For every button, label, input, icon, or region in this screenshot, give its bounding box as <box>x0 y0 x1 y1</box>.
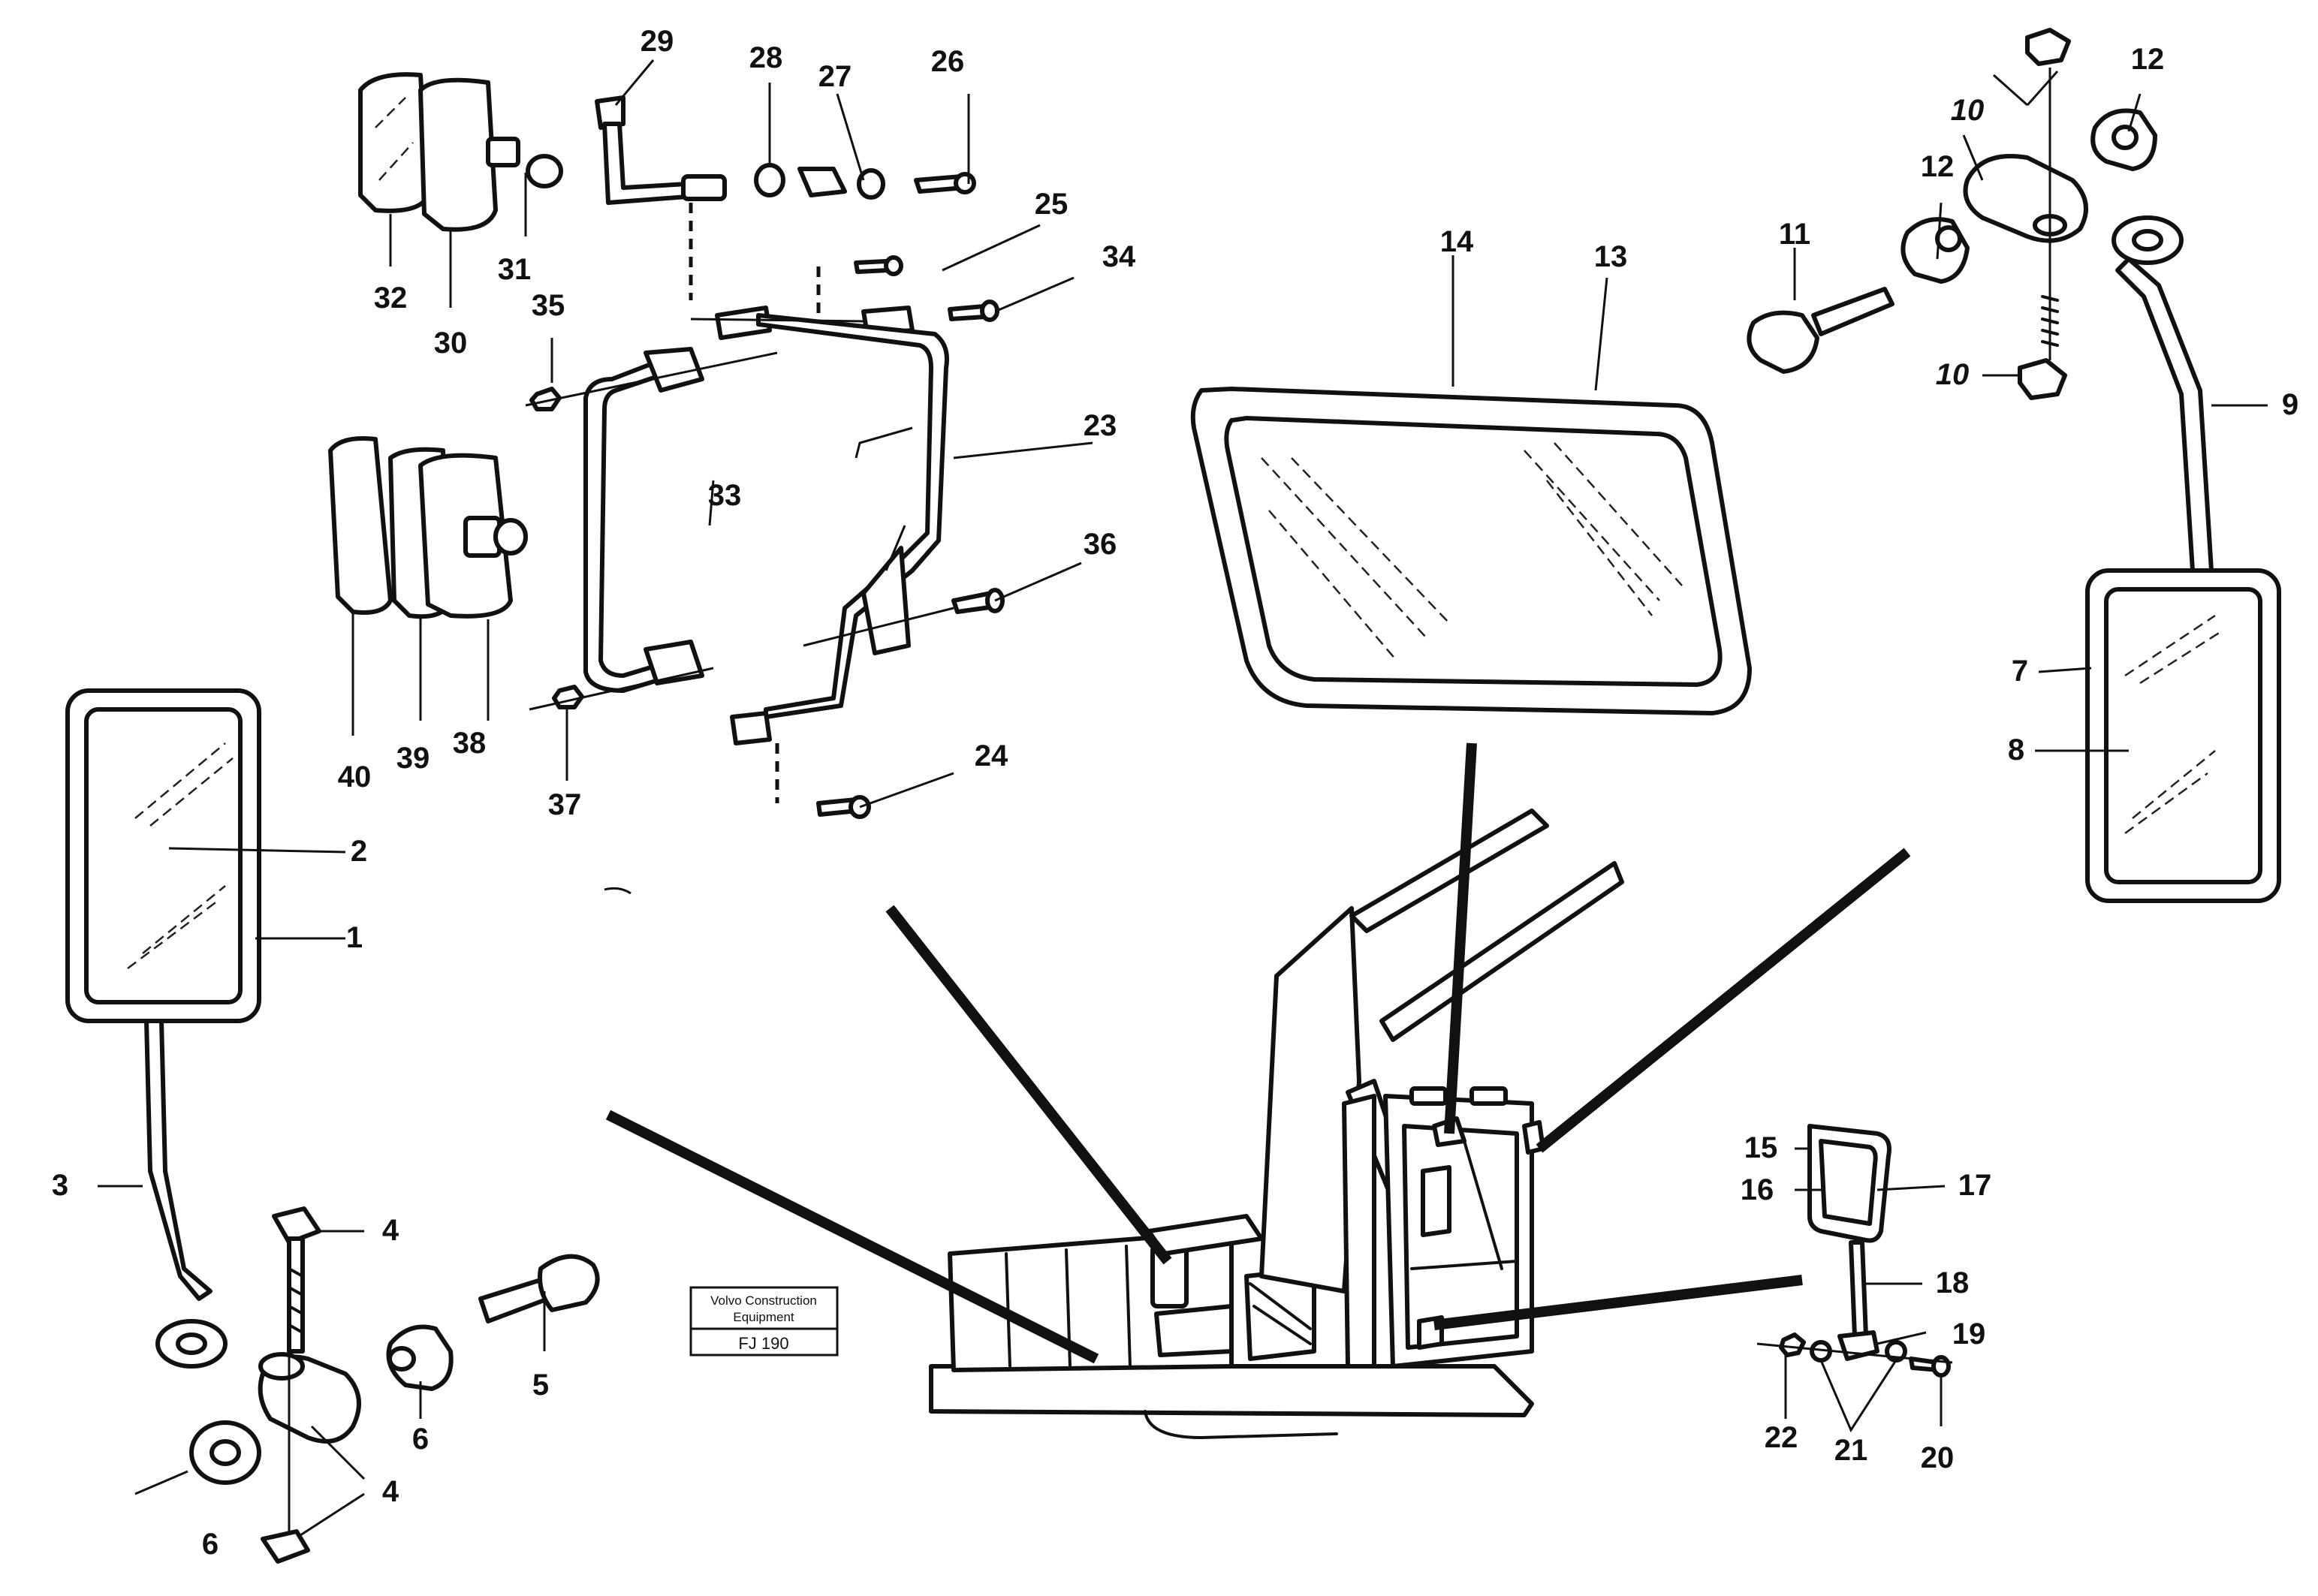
bolt-head-10 <box>2018 358 2067 400</box>
mirror-glass-40 <box>328 436 393 615</box>
callout-31: 31 <box>498 253 532 286</box>
callout-20: 20 <box>1921 1441 1955 1474</box>
callout-11: 11 <box>1779 218 1810 251</box>
right-mirror-assembly <box>2085 215 2281 903</box>
arm-18 <box>1849 1240 1868 1339</box>
callout-40: 40 <box>338 760 372 793</box>
callout-6-right: 6 <box>412 1423 429 1456</box>
callout-32: 32 <box>374 282 408 315</box>
right-mirror-glass <box>2104 587 2262 884</box>
callout-5: 5 <box>532 1369 549 1402</box>
nut-22 <box>1779 1333 1806 1357</box>
callout-9: 9 <box>2282 388 2298 421</box>
callout-4-lower: 4 <box>382 1475 399 1508</box>
washer-28 <box>754 163 785 197</box>
left-clamp-assembly <box>134 1206 600 1564</box>
callout-10-lower: 10 <box>1936 358 1970 391</box>
callout-34: 34 <box>1102 240 1136 273</box>
cab-pillar <box>1342 1094 1376 1369</box>
callout-12-upper: 12 <box>2131 43 2165 76</box>
right-mirror-arm <box>2115 257 2214 573</box>
callout-36: 36 <box>1084 528 1117 561</box>
stamp-code: FJ 190 <box>738 1334 788 1353</box>
callout-38: 38 <box>453 727 487 760</box>
callout-24: 24 <box>975 739 1008 772</box>
callout-8: 8 <box>2008 733 2024 766</box>
bolt-head-5 <box>538 1254 600 1312</box>
mirror-clip-31 <box>486 137 520 167</box>
machine-base <box>929 1364 1534 1417</box>
callout-33: 33 <box>708 479 742 512</box>
bracket-33 <box>583 358 663 693</box>
rod-29 <box>602 122 689 205</box>
nut-10-top <box>2025 28 2071 66</box>
bolt-shank-5 <box>478 1278 550 1323</box>
mirror-glass-30 <box>418 77 498 232</box>
callout-25: 25 <box>1035 188 1069 221</box>
bracket-23 <box>756 313 949 719</box>
screw-34 <box>948 304 987 321</box>
callout-18: 18 <box>1936 1266 1970 1299</box>
left-mirror-assembly <box>65 688 261 1369</box>
right-clamp-assembly <box>1747 28 2157 400</box>
stamp-box: Volvo Construction Equipment FJ 190 <box>689 1286 839 1357</box>
callout-1: 1 <box>346 921 363 954</box>
small-mirror-15-assembly <box>1756 1124 1953 1378</box>
callout-39: 39 <box>396 742 430 775</box>
callout-30: 30 <box>434 327 468 360</box>
callout-labels: 2 1 3 4 4 5 6 6 7 8 9 10 10 11 12 12 13 … <box>52 25 2298 1561</box>
callout-21: 21 <box>1834 1434 1868 1467</box>
callout-16: 16 <box>1741 1173 1774 1206</box>
callout-15: 15 <box>1744 1131 1778 1164</box>
window-glass-14 <box>1224 416 1723 687</box>
machine-overview <box>929 809 1624 1440</box>
callout-13: 13 <box>1594 240 1628 273</box>
bushing-12-lower <box>1901 217 1970 284</box>
clamp-body-10 <box>1963 154 2088 243</box>
pointer-lines <box>604 742 1911 1364</box>
stamp-line-2: Equipment <box>733 1310 794 1324</box>
callout-28: 28 <box>749 41 783 74</box>
callout-22: 22 <box>1765 1421 1798 1454</box>
screw-25 <box>854 259 890 274</box>
bolt-head-11 <box>1747 310 1819 374</box>
bracket-assembly <box>525 95 1005 819</box>
small-mirror-glass-16 <box>1819 1139 1878 1226</box>
left-mirror-arm <box>144 1019 213 1301</box>
callout-3: 3 <box>52 1169 68 1202</box>
callout-37: 37 <box>548 788 582 821</box>
nut-35 <box>529 387 562 411</box>
plate-lower <box>730 711 772 745</box>
leader-lines <box>98 59 2268 1537</box>
mirror-back-32 <box>358 72 430 213</box>
callout-27: 27 <box>818 60 852 93</box>
clamp-27 <box>797 167 847 197</box>
callout-19: 19 <box>1952 1317 1986 1351</box>
callout-2: 2 <box>351 835 367 868</box>
nut-37 <box>552 685 584 709</box>
callout-10-upper: 10 <box>1951 94 1985 127</box>
callout-29: 29 <box>641 25 674 58</box>
stamp-line-1: Volvo Construction <box>710 1293 817 1308</box>
callout-7: 7 <box>2012 655 2028 688</box>
left-mirror-glass <box>84 707 243 1004</box>
callout-26: 26 <box>931 45 965 78</box>
callout-35: 35 <box>532 289 565 322</box>
small-mirror-30-assembly <box>358 72 563 232</box>
callout-6-left: 6 <box>202 1528 219 1561</box>
window-assembly <box>1190 387 1752 715</box>
bolt-shank-11 <box>1811 287 1894 336</box>
callout-17: 17 <box>1958 1169 1992 1202</box>
callout-14: 14 <box>1440 225 1474 258</box>
mirror-38-assembly <box>328 436 528 619</box>
callout-12-lower: 12 <box>1921 150 1955 183</box>
callout-4-upper: 4 <box>382 1214 399 1247</box>
callout-23: 23 <box>1084 409 1117 442</box>
nut-4 <box>261 1529 310 1564</box>
